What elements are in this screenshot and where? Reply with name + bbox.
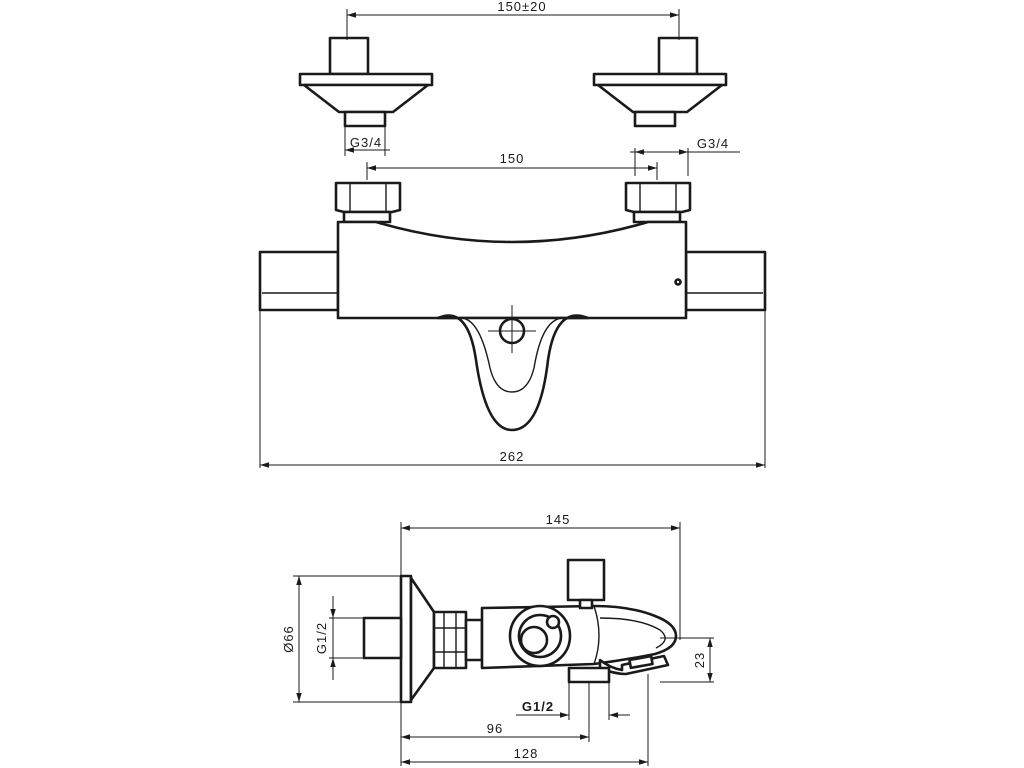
side-body-contour: [593, 605, 600, 665]
label-flange-diameter: Ø66: [281, 625, 296, 653]
label-spout-height: 23: [692, 652, 707, 668]
dim-side-inlet-thread: G1/2: [314, 596, 366, 680]
dim-flange-diameter: Ø66: [281, 575, 403, 703]
dim-spout-height: 23: [660, 637, 714, 683]
label-side-inlet-thread: G1/2: [314, 622, 329, 654]
hex-nut-left: [334, 181, 402, 224]
dim-inlet-spacing-adjust: 150±20: [346, 0, 680, 40]
dim-outlet-thread: G1/2: [516, 682, 630, 720]
label-inlet-spacing-adjust: 150±20: [497, 0, 546, 14]
eccentric-connector-left: [298, 36, 434, 128]
label-side-depth: 145: [546, 512, 571, 527]
label-inlet-thread-left: G3/4: [350, 135, 382, 150]
eccentric-connector-right: [592, 36, 728, 128]
indicator-dot: [674, 278, 682, 286]
side-hex-nut: [432, 610, 484, 670]
label-total-width: 262: [500, 449, 525, 464]
temperature-dial: [508, 604, 572, 668]
label-inlet-thread-right: G3/4: [697, 136, 729, 151]
end-cap-left: [258, 250, 340, 312]
label-outlet-thread: G1/2: [522, 699, 554, 714]
end-cap-right: [684, 250, 767, 312]
spout-inner-line: [461, 317, 563, 393]
dim-spout-distance: 128: [401, 674, 649, 766]
bottom-outlet: [567, 666, 611, 684]
diverter-knob: [488, 305, 536, 353]
hex-nut-right: [624, 181, 692, 224]
dim-side-depth: 145: [400, 512, 681, 640]
side-diverter-knob: [566, 558, 606, 610]
dim-inlet-thread-right: G3/4: [630, 136, 740, 176]
mixer-body: [336, 220, 688, 320]
label-outlet-distance: 96: [487, 721, 503, 736]
dim-inlet-thread-left: G3/4: [344, 126, 390, 156]
label-connector-spacing: 150: [500, 151, 525, 166]
dim-outlet-distance: 96: [400, 682, 590, 766]
side-spout-contour: [599, 617, 666, 649]
wall-flange: [399, 574, 436, 704]
label-spout-distance: 128: [514, 746, 539, 761]
dim-connector-spacing: 150: [366, 151, 658, 180]
inlet-pipe: [362, 616, 403, 660]
diverter-spout: [436, 314, 590, 432]
dim-total-width: 262: [259, 310, 766, 468]
